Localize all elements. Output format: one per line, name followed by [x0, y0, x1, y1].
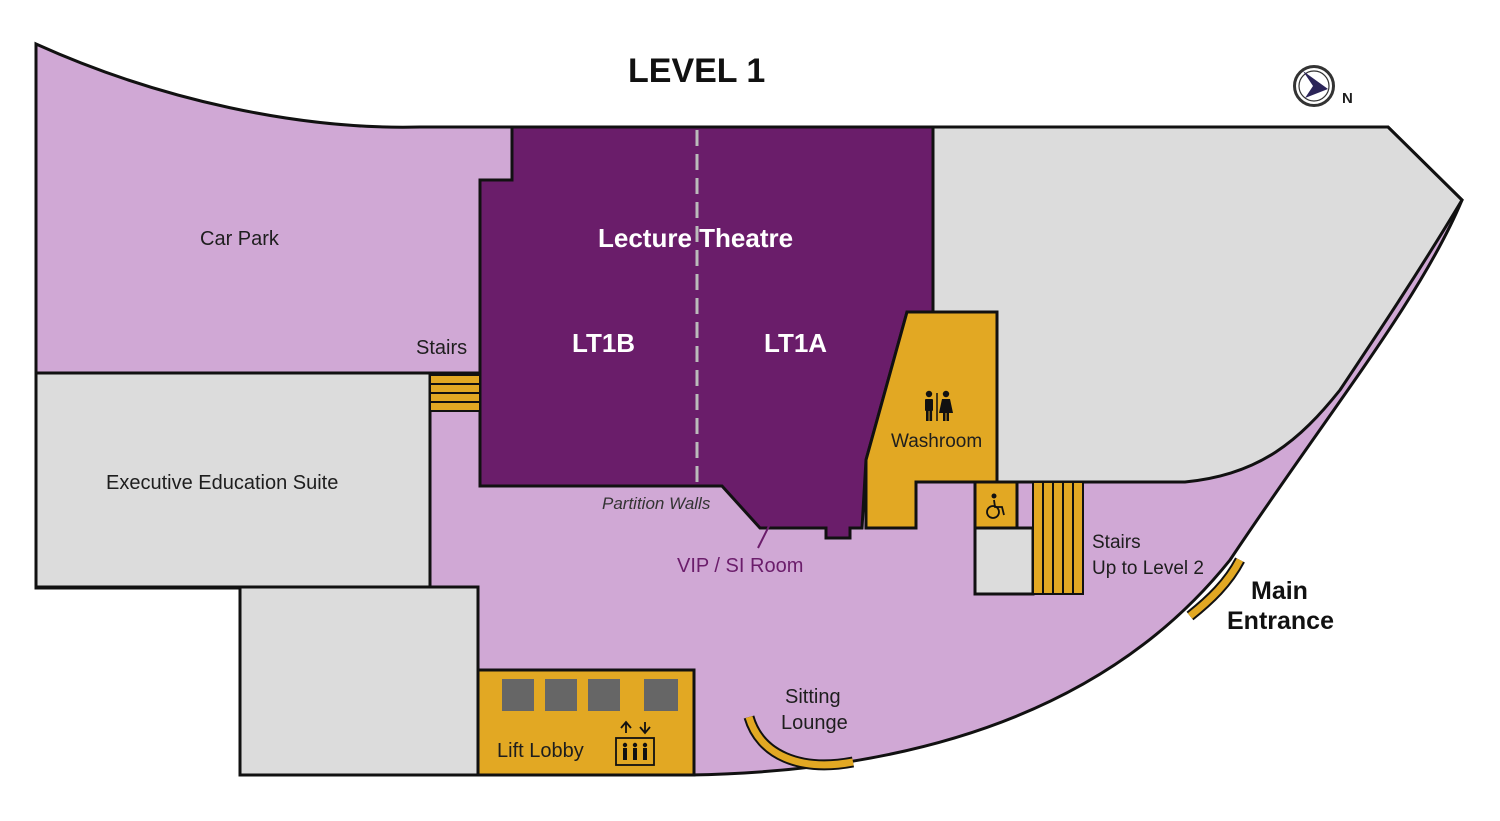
label-lecture-theatre: Lecture Theatre — [598, 223, 793, 253]
elevator-doors — [502, 679, 678, 711]
label-vip-room: VIP / SI Room — [677, 555, 803, 577]
label-lift-lobby: Lift Lobby — [497, 740, 584, 762]
label-stairs-right-1: Stairs — [1092, 532, 1141, 553]
label-main-entrance-1: Main — [1251, 577, 1308, 605]
room-accessible-washroom — [973, 480, 1019, 530]
label-washroom: Washroom — [891, 431, 982, 452]
accessible-icon — [986, 493, 1005, 519]
compass-label: N — [1342, 90, 1353, 107]
label-lt1b: LT1B — [572, 328, 635, 358]
elevator-icon — [615, 720, 655, 766]
map-title: LEVEL 1 — [628, 52, 765, 90]
washroom-icon — [925, 390, 953, 421]
north-arrow-icon — [1293, 65, 1335, 107]
label-car-park: Car Park — [200, 228, 280, 250]
label-lt1a: LT1A — [764, 328, 827, 358]
label-executive-suite: Executive Education Suite — [106, 472, 338, 494]
label-stairs-left: Stairs — [416, 337, 467, 359]
unused-area-bottom-left — [238, 585, 480, 777]
vip-pointer — [757, 523, 771, 549]
unused-area-stairs — [973, 526, 1035, 596]
stairs-right — [1032, 481, 1084, 595]
label-sitting-lounge-1: Sitting — [785, 686, 841, 708]
stairs-left — [429, 374, 481, 412]
room-executive-suite — [34, 371, 432, 589]
label-partition-walls: Partition Walls — [602, 494, 711, 513]
label-sitting-lounge-2: Lounge — [781, 712, 848, 734]
label-main-entrance-2: Entrance — [1227, 607, 1334, 635]
unused-area-right — [931, 125, 1464, 484]
label-stairs-right-2: Up to Level 2 — [1092, 558, 1204, 579]
